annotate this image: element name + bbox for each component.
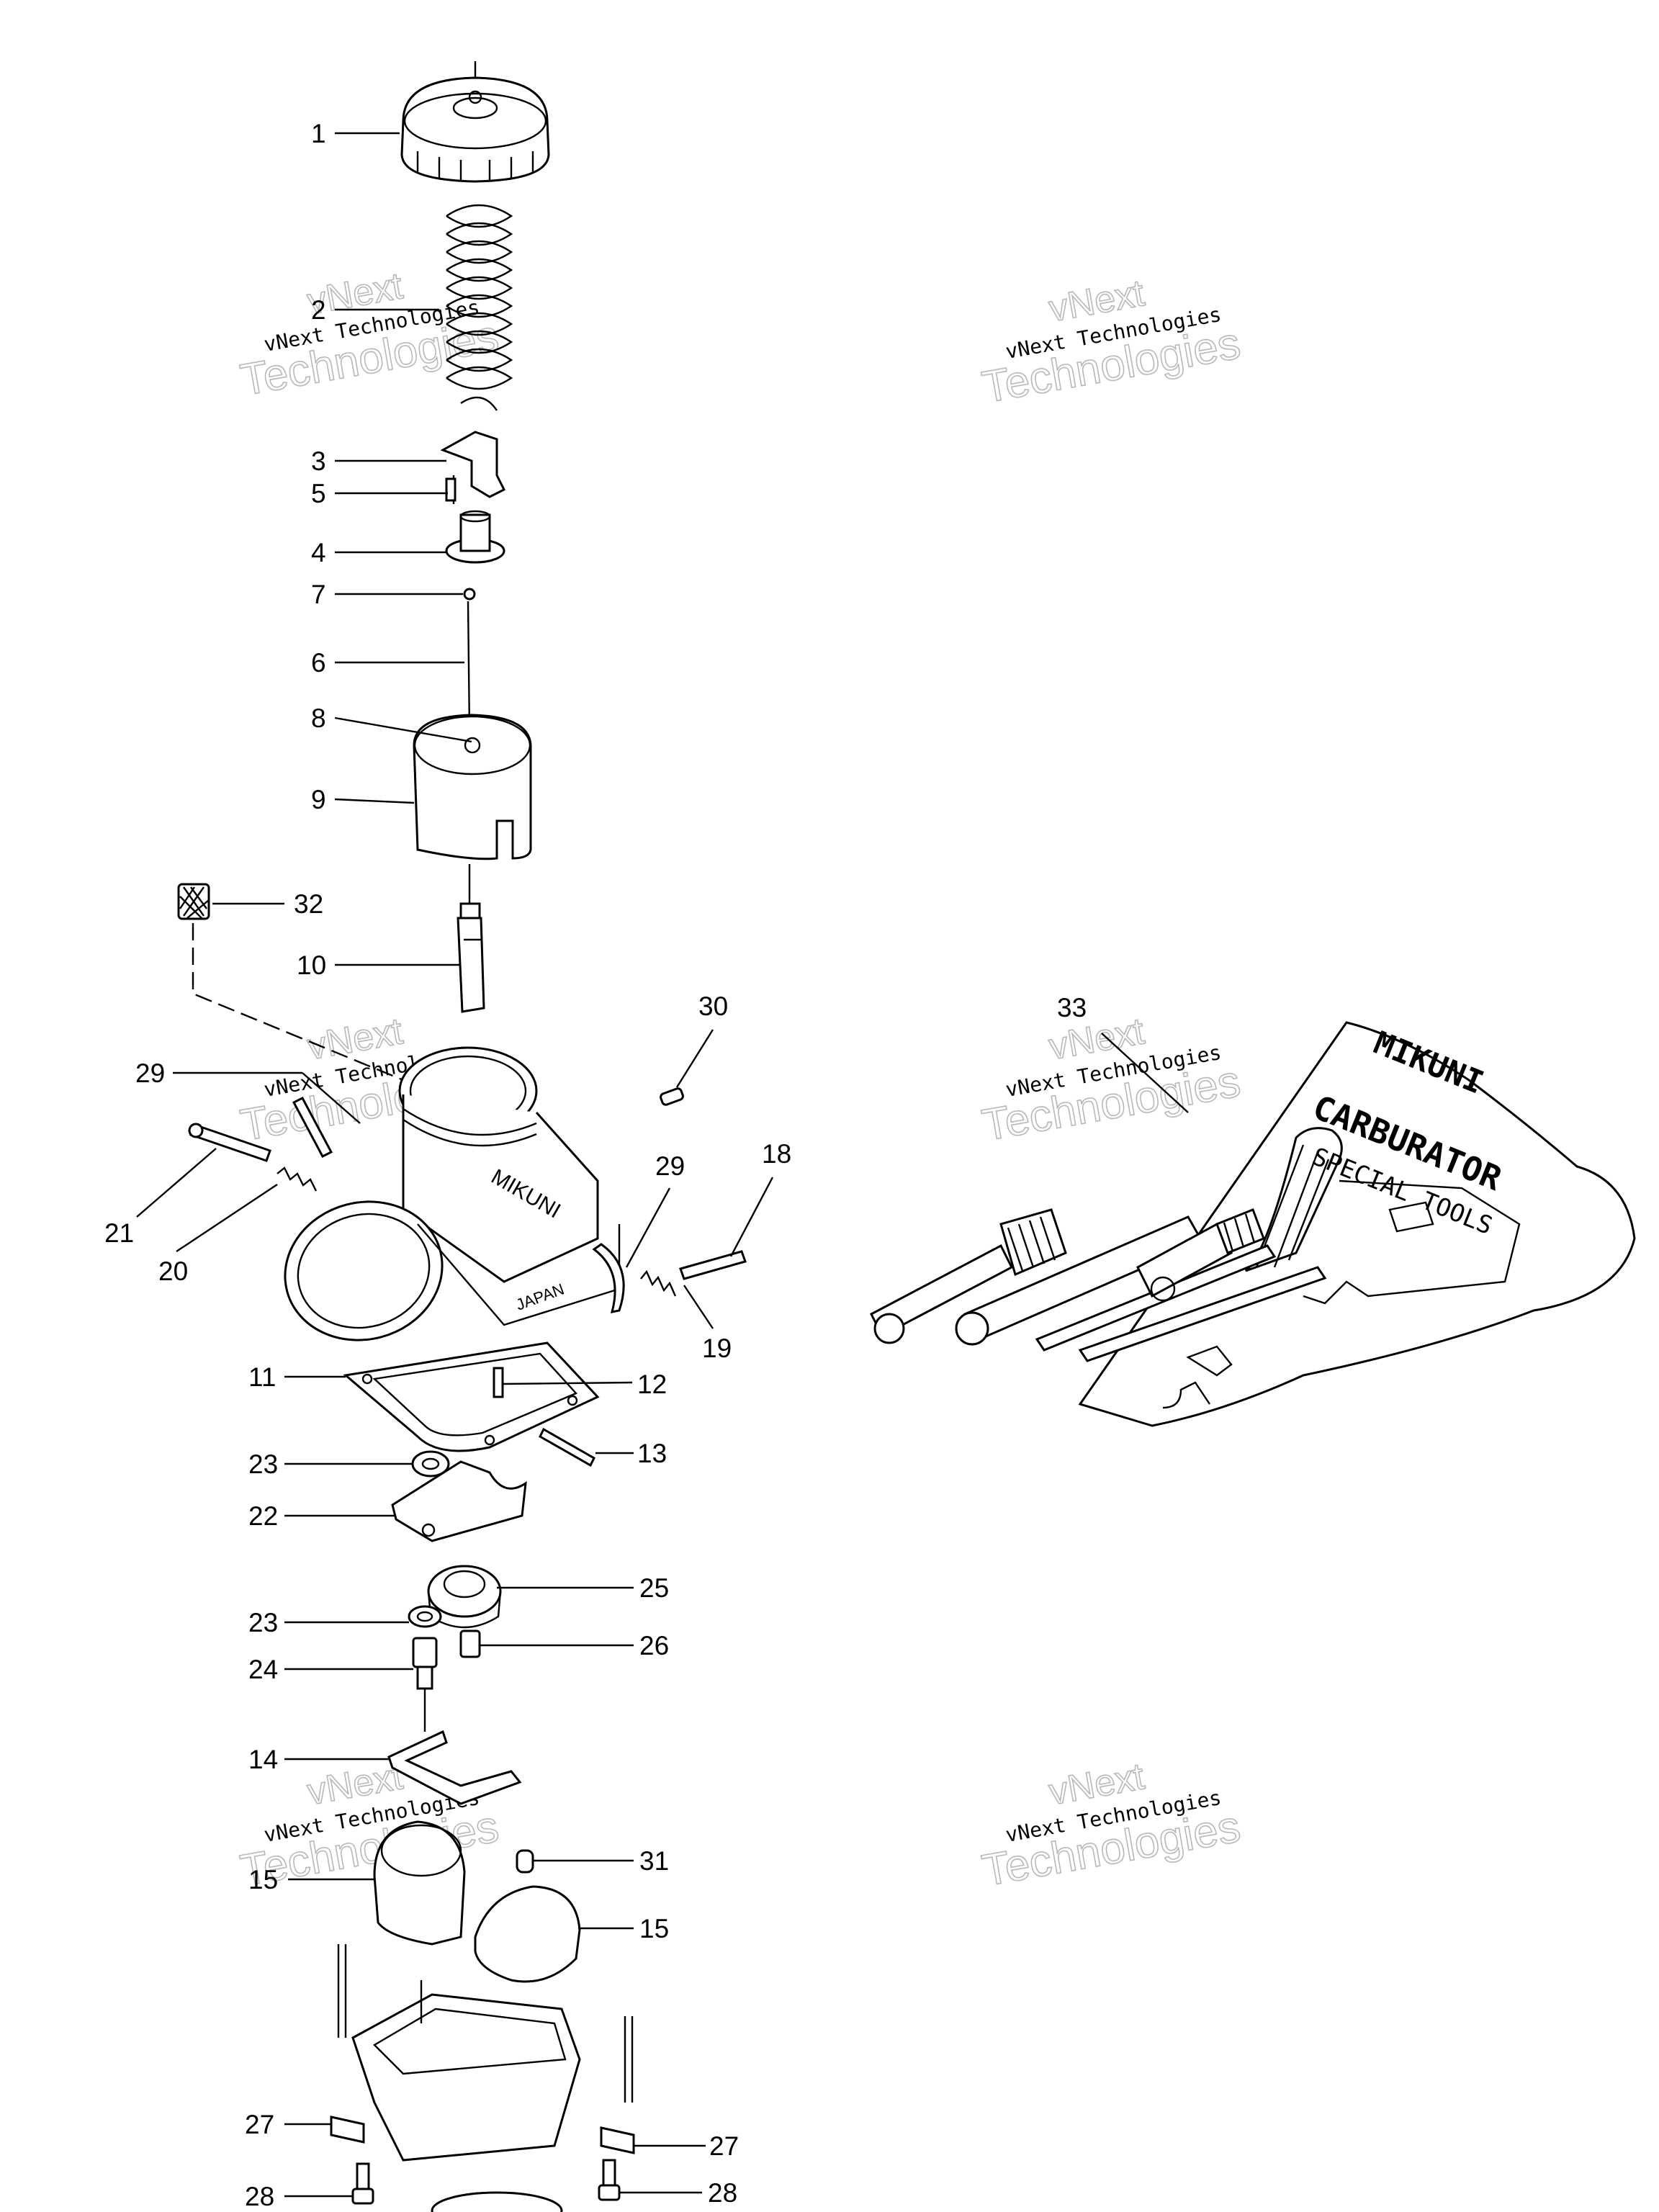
part-needle-jet [457,864,485,1013]
callout-21: 21 [104,1218,134,1248]
callout-3: 3 [311,446,326,476]
callout-7: 7 [311,580,326,609]
part-float-bowl [337,1944,634,2212]
part-knurled-cap [177,883,404,1082]
part-plug-30 [660,1087,684,1106]
part-washer-23a [411,1450,450,1478]
part-cap [400,61,550,183]
callout-25: 25 [639,1573,669,1603]
part-slide [413,714,532,860]
callout-2: 2 [311,295,326,325]
callout-14: 14 [248,1745,278,1774]
callout-22: 22 [248,1501,278,1531]
callout-labels: 1 2 3 5 4 7 6 8 9 32 10 29 30 21 20 29 1… [104,119,1087,2211]
part-valve-24 [412,1637,438,1732]
watermark-2: vNext vNext Technologies Technologies [978,271,1244,413]
part-tool-kit-33: MIKUNI CARBURATOR SPECIAL TOOLS [870,1021,1636,1427]
callout-10: 10 [297,950,326,980]
callout-23a: 23 [248,1449,278,1479]
callout-23b: 23 [248,1608,278,1637]
part-float-15a [373,1820,466,1946]
callout-28a: 28 [245,2182,274,2211]
callout-27a: 27 [245,2110,274,2139]
part-float-pin [539,1427,595,1467]
part-spring [446,204,513,411]
watermark-6: vNext vNext Technologies Technologies [978,1755,1244,1897]
callout-15a: 15 [248,1865,278,1894]
callout-29a: 29 [135,1058,165,1088]
part-holder [440,431,506,504]
callout-6: 6 [311,648,326,678]
part-nut-26 [459,1629,481,1658]
part-float-15b [474,1885,581,1983]
part-spring-20 [276,1166,318,1192]
part-pin-12 [493,1367,504,1398]
callout-12: 12 [637,1370,667,1399]
callout-13: 13 [637,1439,667,1468]
part-needle [463,588,476,732]
callout-9: 9 [311,785,326,814]
callout-11: 11 [248,1362,276,1392]
part-screw-29a [292,1097,333,1158]
part-screw-28b [598,2159,621,2201]
part-clamp-29b [592,1243,625,1313]
svg-text:JAPAN: JAPAN [513,1280,567,1314]
callout-5: 5 [311,479,326,508]
callout-31: 31 [639,1846,669,1876]
callout-29b: 29 [655,1151,685,1181]
part-plate-22 [391,1460,527,1542]
part-gasket [343,1341,600,1452]
callout-4: 4 [311,538,326,567]
watermark-4: vNext vNext Technologies Technologies [978,1010,1244,1151]
callout-20: 20 [158,1256,188,1286]
callout-18: 18 [762,1139,791,1169]
part-bracket-27b [600,2126,635,2154]
callout-1: 1 [311,119,326,148]
part-spring-19 [640,1269,677,1297]
callout-15b: 15 [639,1914,669,1943]
callout-24: 24 [248,1655,278,1684]
part-retainer [445,510,505,564]
callout-26: 26 [639,1631,669,1660]
callout-8: 8 [311,703,326,733]
callout-33: 33 [1057,993,1087,1022]
callout-19: 19 [702,1334,732,1363]
part-bracket-27a [330,2116,365,2144]
callout-30: 30 [698,992,728,1021]
part-carburetor-body: MIKUNI JAPAN [284,1046,621,1341]
callout-28b: 28 [708,2178,737,2208]
part-float-arm-14 [387,1730,522,1805]
callout-27b: 27 [709,2131,739,2161]
leader-lines [136,132,1189,2198]
part-washer-23b [408,1605,442,1628]
watermark-1: vNext vNext Technologies Technologies [236,264,503,406]
callout-32: 32 [294,889,323,919]
part-screw-18 [679,1250,747,1280]
part-pin-31 [516,1849,534,1874]
part-screw-21 [188,1123,271,1162]
part-screw-28a [351,2162,374,2205]
